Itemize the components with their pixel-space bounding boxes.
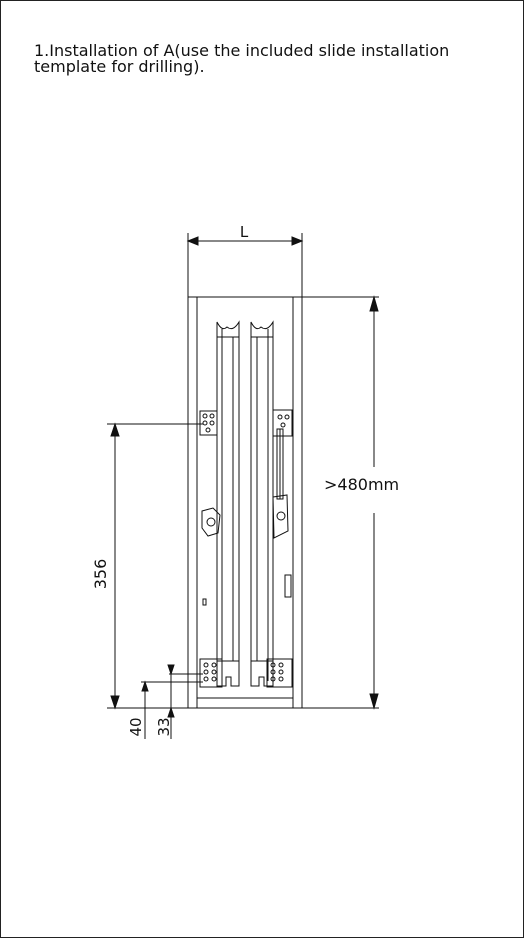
width-dimension xyxy=(186,233,304,299)
depth-label: >480mm xyxy=(324,475,399,494)
bottom-offset-dimensions xyxy=(141,664,203,739)
left-slide-rail xyxy=(199,320,240,688)
depth-dimension xyxy=(369,295,379,710)
dim-label-33: 33 xyxy=(155,717,173,736)
right-slide-rail xyxy=(250,320,293,688)
dim-label-40: 40 xyxy=(127,717,145,736)
height-label-356: 356 xyxy=(91,559,110,590)
width-label: L xyxy=(240,223,249,241)
instruction-text: 1.Installation of A(use the included sli… xyxy=(34,41,450,76)
height-dimension-356 xyxy=(107,422,203,710)
cabinet-outline xyxy=(187,296,379,709)
